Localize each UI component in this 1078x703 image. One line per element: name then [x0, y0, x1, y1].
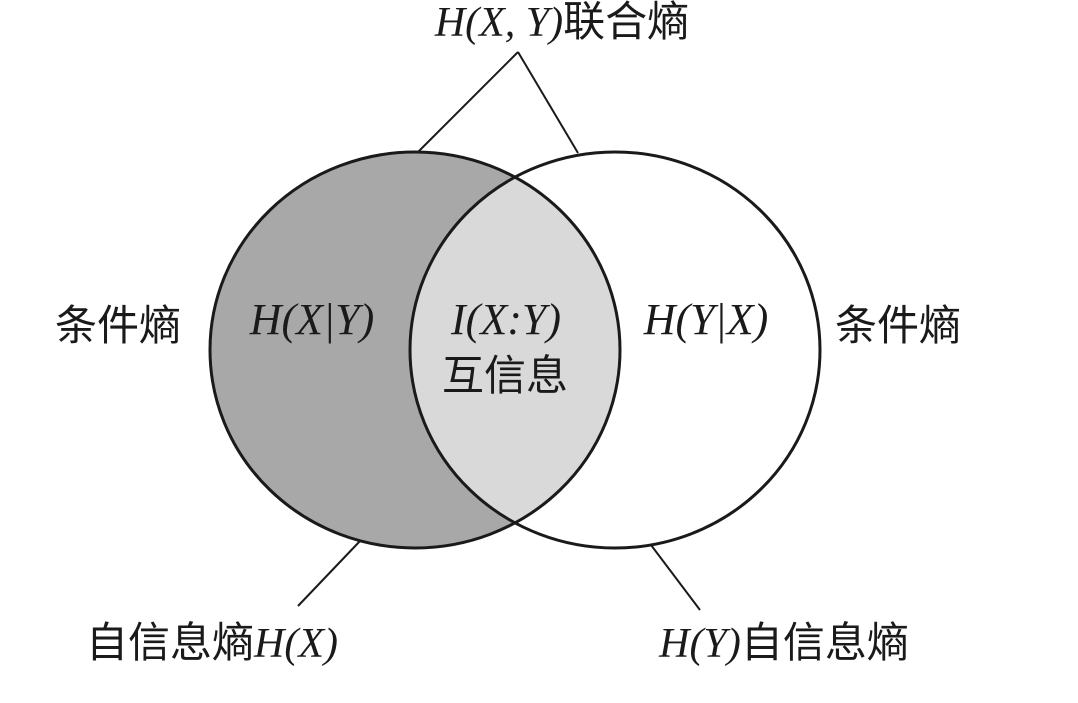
- self-entropy-x-math: H(X): [253, 621, 338, 667]
- mutual-information-math: I(X:Y): [450, 295, 561, 344]
- conditional-entropy-left-label: 条件熵: [55, 301, 181, 350]
- joint-entropy-text: 联合熵: [563, 0, 689, 46]
- self-x-leader: [297, 540, 361, 607]
- joint-entropy-math: H(X, Y): [434, 0, 563, 46]
- conditional-entropy-right-label: 条件熵: [835, 301, 961, 350]
- self-entropy-x-label: 自信息熵H(X): [86, 618, 338, 667]
- self-entropy-y-math: H(Y): [658, 621, 741, 667]
- h-x-given-y-label: H(X|Y): [249, 295, 375, 344]
- self-entropy-y-text: 自信息熵: [741, 618, 909, 667]
- set-y-circle: [408, 150, 822, 550]
- joint-leader-left: [417, 51, 519, 153]
- joint-leader-right: [517, 51, 579, 154]
- intersection-region: [410, 152, 620, 548]
- set-x-circle: [208, 150, 622, 550]
- joint-entropy-label: H(X, Y)联合熵: [434, 0, 689, 46]
- mutual-information-text: 互信息: [442, 351, 568, 400]
- self-y-leader: [650, 544, 701, 611]
- self-entropy-y-label: H(Y)自信息熵: [658, 618, 909, 667]
- self-entropy-x-text: 自信息熵: [86, 618, 254, 667]
- h-y-given-x-label: H(Y|X): [643, 295, 769, 344]
